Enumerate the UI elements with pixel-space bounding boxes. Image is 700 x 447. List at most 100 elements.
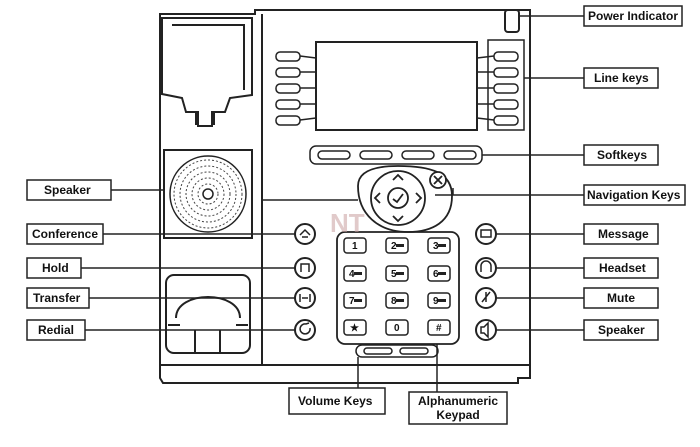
key-hash-label: # xyxy=(436,323,442,334)
softkey-3[interactable] xyxy=(401,150,435,160)
line-key-right-1[interactable] xyxy=(493,51,519,62)
key-9-label: 9 xyxy=(433,296,439,307)
softkeys xyxy=(309,145,483,165)
callout-headset xyxy=(583,257,659,279)
speaker-key[interactable] xyxy=(475,319,497,341)
line-key-right-4[interactable] xyxy=(493,99,519,110)
key-6-label: 6 xyxy=(433,269,439,280)
label-softkeys: Softkeys xyxy=(597,148,647,162)
right-line-keys xyxy=(476,39,525,131)
conference-key[interactable] xyxy=(294,223,316,245)
callout-power-indicator xyxy=(583,5,683,27)
label-speaker-left: Speaker xyxy=(44,183,91,197)
label-mute: Mute xyxy=(607,291,635,305)
phone-body xyxy=(159,9,531,384)
ok-check-icon xyxy=(392,193,404,204)
label-message: Message xyxy=(598,227,649,241)
label-navigation-keys: Navigation Keys xyxy=(587,188,681,202)
line-key-left-3[interactable] xyxy=(275,83,301,94)
alphanumeric-keypad: 1 2 3 4 5 6 7 8 9 ★ 0 # xyxy=(343,237,451,336)
lcd-screen xyxy=(315,41,478,131)
handset-cradle xyxy=(161,17,253,127)
nav-right-icon xyxy=(415,192,423,204)
callout-hold xyxy=(26,257,82,279)
nav-down-icon xyxy=(392,215,404,223)
callout-conference xyxy=(26,223,104,245)
label-hold: Hold xyxy=(42,261,69,275)
volume-up-key[interactable] xyxy=(399,347,429,355)
line-key-left-4[interactable] xyxy=(275,99,301,110)
keypad-housing xyxy=(336,231,460,345)
line-key-right-5[interactable] xyxy=(493,115,519,126)
navigation-cluster xyxy=(357,165,453,233)
label-headset: Headset xyxy=(599,261,646,275)
callout-speaker-left xyxy=(26,179,112,201)
key-5-label: 5 xyxy=(391,269,397,280)
label-power-indicator: Power Indicator xyxy=(588,9,678,23)
key-2-label: 2 xyxy=(391,241,397,252)
key-1[interactable] xyxy=(343,237,367,254)
label-line-keys: Line keys xyxy=(594,71,649,85)
transfer-icon xyxy=(299,294,311,302)
line-key-left-1[interactable] xyxy=(275,51,301,62)
leader-lines xyxy=(81,15,584,392)
key-8-label: 8 xyxy=(391,296,397,307)
headset-icon xyxy=(480,260,492,272)
mute-icon xyxy=(481,291,491,303)
label-transfer: Transfer xyxy=(33,291,81,305)
callout-line-keys xyxy=(583,67,659,89)
conference-icon xyxy=(299,228,311,238)
message-key[interactable] xyxy=(475,223,497,245)
callout-volume-keys xyxy=(288,387,386,415)
left-function-keys xyxy=(294,223,316,341)
volume-down-key[interactable] xyxy=(363,347,393,355)
callout-speaker-right xyxy=(583,319,659,341)
cancel-x-icon xyxy=(433,175,443,185)
redial-key[interactable] xyxy=(294,319,316,341)
callout-mute xyxy=(583,287,659,309)
label-conference: Conference xyxy=(32,227,98,241)
label-speaker-right: Speaker xyxy=(598,323,645,337)
line-key-left-2[interactable] xyxy=(275,67,301,78)
redial-icon xyxy=(299,322,311,335)
key-3-label: 3 xyxy=(433,241,439,252)
key-7-label: 7 xyxy=(349,296,355,307)
hold-key[interactable] xyxy=(294,257,316,279)
line-key-left-5[interactable] xyxy=(275,115,301,126)
right-function-keys xyxy=(475,223,497,341)
callout-message xyxy=(583,223,659,245)
softkey-4[interactable] xyxy=(443,150,477,160)
key-1-label: 1 xyxy=(352,241,358,252)
callout-boxes xyxy=(26,5,686,425)
callout-softkeys xyxy=(583,144,659,166)
key-0[interactable] xyxy=(385,319,409,336)
nav-up-icon xyxy=(392,173,404,181)
key-star[interactable] xyxy=(343,319,367,336)
hook-switch xyxy=(165,274,251,354)
line-key-right-2[interactable] xyxy=(493,67,519,78)
callout-redial xyxy=(26,319,86,341)
nav-left-icon xyxy=(373,192,381,204)
callout-navigation-keys xyxy=(583,184,686,206)
speaker-grille xyxy=(163,149,253,239)
label-volume-keys: Volume Keys xyxy=(298,394,373,408)
key-0-label: 0 xyxy=(394,323,400,334)
label-redial: Redial xyxy=(38,323,74,337)
power-indicator-led xyxy=(504,9,520,33)
volume-keys xyxy=(355,344,439,358)
callout-transfer xyxy=(26,287,90,309)
hold-icon xyxy=(300,263,310,272)
left-line-keys xyxy=(275,51,317,126)
message-icon xyxy=(480,229,492,238)
key-star-label: ★ xyxy=(350,323,359,334)
watermark: NT xyxy=(330,208,365,238)
speaker-icon xyxy=(480,321,489,339)
key-hash[interactable] xyxy=(427,319,451,336)
line-key-right-3[interactable] xyxy=(493,83,519,94)
ok-key[interactable] xyxy=(387,187,409,209)
callout-alphanumeric-keypad xyxy=(408,391,508,425)
softkey-2[interactable] xyxy=(359,150,393,160)
softkey-1[interactable] xyxy=(317,150,351,160)
